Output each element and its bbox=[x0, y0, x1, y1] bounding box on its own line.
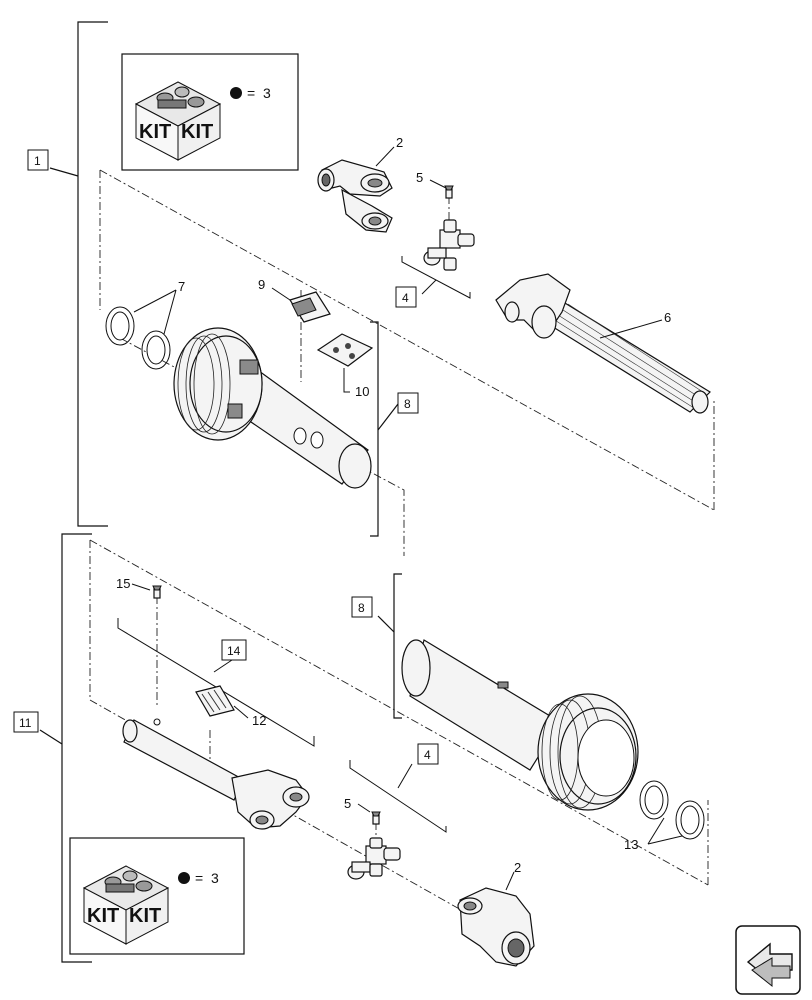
callout-5-bottom: 5 bbox=[344, 796, 351, 811]
callout-5-top: 5 bbox=[416, 170, 423, 185]
bracket-group-1 bbox=[49, 21, 108, 527]
callout-9: 9 bbox=[258, 277, 265, 292]
kit-label-left-bottom: KIT bbox=[87, 905, 119, 927]
universal-cross-bottom bbox=[347, 837, 401, 880]
callout-box-1: 1 bbox=[27, 149, 49, 171]
bracket-group-8-top bbox=[370, 321, 399, 537]
callout-14: 14 bbox=[227, 644, 241, 658]
callout-15: 15 bbox=[116, 576, 130, 591]
guard-tube-top bbox=[173, 327, 372, 489]
yoke-top bbox=[317, 159, 393, 233]
callout-7: 7 bbox=[178, 279, 185, 294]
callout-6: 6 bbox=[664, 310, 671, 325]
callout-box-4-bottom: 4 bbox=[417, 743, 439, 765]
kit-box-icon: KIT KIT bbox=[82, 865, 170, 945]
grease-fitting-15 bbox=[131, 583, 162, 599]
grease-fitting-bottom bbox=[357, 803, 381, 825]
equals-sign-top: = bbox=[247, 85, 255, 101]
inner-shaft-yoke bbox=[122, 718, 310, 830]
callout-4-top: 4 bbox=[402, 291, 409, 305]
callout-12: 12 bbox=[252, 713, 266, 728]
snap-ring-pair-top bbox=[105, 289, 177, 370]
guard-tube-bottom bbox=[401, 639, 639, 811]
callout-13: 13 bbox=[624, 837, 638, 852]
kit-quantity-bottom: 3 bbox=[211, 870, 219, 886]
bullet-icon bbox=[230, 87, 242, 99]
leader-lines bbox=[375, 146, 663, 339]
bracket-group-8-bottom bbox=[377, 573, 402, 719]
callout-box-11: 11 bbox=[13, 711, 39, 733]
kit-label-right-bottom: KIT bbox=[129, 905, 161, 927]
callout-1: 1 bbox=[34, 154, 41, 168]
equals-sign-bottom: = bbox=[195, 870, 203, 886]
callout-box-8-bottom: 8 bbox=[351, 596, 373, 618]
callout-11: 11 bbox=[19, 716, 32, 730]
snap-ring-pair-bottom bbox=[639, 780, 705, 845]
callout-box-8-top: 8 bbox=[397, 392, 419, 414]
callout-2-top: 2 bbox=[396, 135, 403, 150]
kit-label-right-top: KIT bbox=[181, 121, 213, 143]
yoke-bottom bbox=[457, 871, 535, 967]
splined-shaft bbox=[495, 273, 711, 414]
callout-8-top: 8 bbox=[404, 397, 411, 411]
bearing-12 bbox=[195, 685, 249, 719]
callout-10: 10 bbox=[355, 384, 369, 399]
cross-bracket-bottom bbox=[349, 760, 447, 833]
grease-fitting-top bbox=[444, 185, 454, 199]
kit-label-left-top: KIT bbox=[139, 121, 171, 143]
bracket-group-11 bbox=[39, 533, 92, 963]
callout-8-bottom: 8 bbox=[358, 601, 365, 615]
universal-cross-top bbox=[423, 219, 475, 271]
kit-box-bottom: KIT KIT = 3 bbox=[69, 837, 245, 955]
kit-quantity-top: 3 bbox=[263, 85, 271, 101]
warning-label-9 bbox=[271, 287, 331, 323]
callout-box-14: 14 bbox=[221, 639, 247, 661]
callout-box-4-top: 4 bbox=[395, 286, 417, 308]
decal-10 bbox=[316, 333, 374, 393]
bullet-icon bbox=[178, 872, 190, 884]
kit-box-top: KIT KIT = 3 bbox=[121, 53, 299, 171]
kit-box-icon: KIT KIT bbox=[134, 81, 222, 161]
callout-2-bottom: 2 bbox=[514, 860, 521, 875]
callout-4-bottom: 4 bbox=[424, 748, 431, 762]
navigation-arrow-icon[interactable] bbox=[735, 925, 801, 995]
